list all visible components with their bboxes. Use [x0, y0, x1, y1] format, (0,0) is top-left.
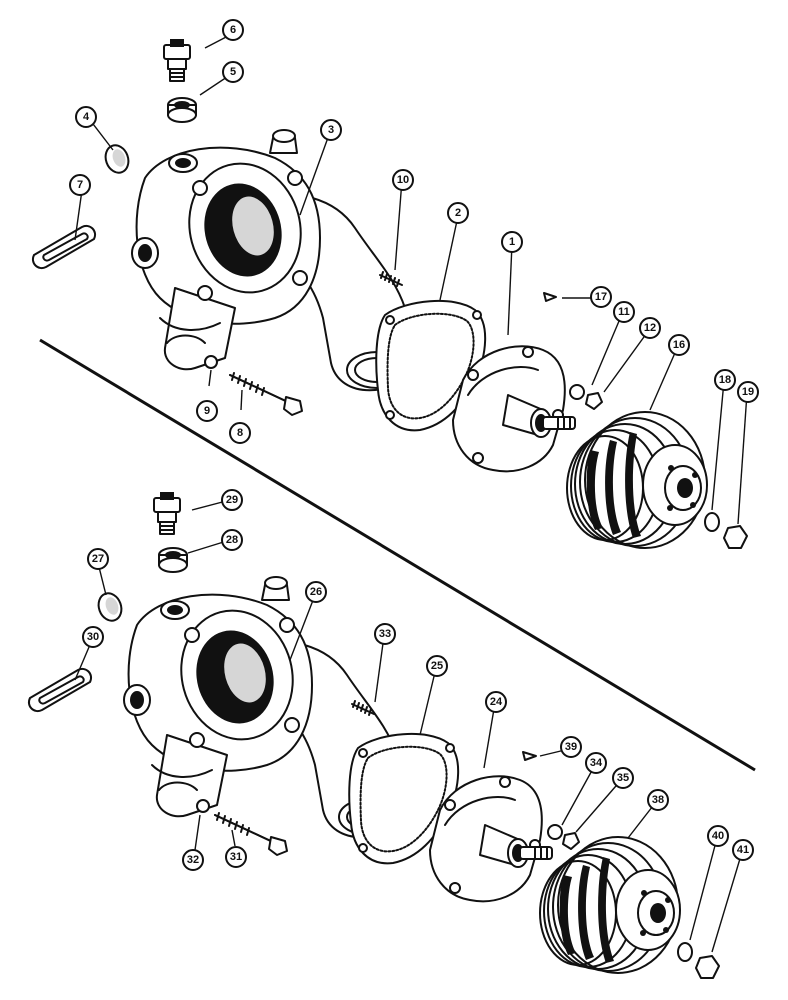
callout-40: 40	[707, 825, 729, 847]
callout-10: 10	[392, 169, 414, 191]
svg-text:31: 31	[230, 851, 242, 863]
svg-text:1: 1	[509, 236, 515, 248]
svg-text:12: 12	[644, 322, 656, 334]
svg-text:9: 9	[204, 405, 210, 417]
callout-9: 9	[196, 400, 218, 422]
bolt-part-31	[214, 812, 288, 856]
callout-30: 30	[82, 626, 104, 648]
washer-part-40	[677, 942, 693, 962]
washer-part-34	[547, 824, 563, 840]
svg-text:24: 24	[490, 696, 503, 708]
nut-part-12	[585, 392, 603, 410]
sender-part-6	[163, 38, 191, 82]
key-part-17	[543, 292, 557, 302]
callout-11: 11	[613, 301, 635, 323]
svg-text:2: 2	[455, 207, 461, 219]
callout-16: 16	[668, 334, 690, 356]
svg-text:41: 41	[737, 844, 749, 856]
callout-2: 2	[447, 202, 469, 224]
callout-33: 33	[374, 623, 396, 645]
svg-text:18: 18	[719, 374, 731, 386]
nut-part-19	[723, 525, 748, 549]
callout-6: 6	[222, 19, 244, 41]
washer-part-11	[569, 384, 585, 400]
bushing-part-28	[158, 547, 188, 573]
svg-text:34: 34	[590, 757, 603, 769]
svg-text:6: 6	[230, 24, 236, 36]
svg-text:17: 17	[595, 291, 607, 303]
washer-part-32	[196, 799, 210, 813]
separator-line	[39, 338, 756, 772]
svg-text:7: 7	[77, 179, 83, 191]
svg-text:39: 39	[565, 741, 577, 753]
svg-text:3: 3	[328, 124, 334, 136]
svg-text:10: 10	[397, 174, 409, 186]
callout-5: 5	[222, 61, 244, 83]
bushing-part-5	[167, 97, 197, 123]
nut-part-41	[695, 955, 720, 979]
callout-17: 17	[590, 286, 612, 308]
callout-3: 3	[320, 119, 342, 141]
callout-41: 41	[732, 839, 754, 861]
svg-text:11: 11	[618, 306, 630, 318]
svg-text:19: 19	[742, 386, 754, 398]
svg-text:16: 16	[673, 339, 685, 351]
svg-text:27: 27	[92, 553, 104, 565]
callout-25: 25	[426, 655, 448, 677]
svg-text:38: 38	[652, 794, 664, 806]
svg-text:29: 29	[226, 494, 238, 506]
callout-18: 18	[714, 369, 736, 391]
svg-text:5: 5	[230, 66, 236, 78]
svg-text:32: 32	[187, 854, 199, 866]
washer-part-9	[204, 355, 218, 369]
svg-text:25: 25	[431, 660, 443, 672]
callout-38: 38	[647, 789, 669, 811]
svg-text:40: 40	[712, 830, 724, 842]
key-part-39	[522, 751, 537, 761]
gasket-part-30	[27, 667, 93, 713]
bottom-assembly	[27, 491, 720, 979]
plug-part-4	[100, 141, 134, 177]
callout-24: 24	[485, 691, 507, 713]
callout-4: 4	[75, 106, 97, 128]
plug-part-27	[93, 589, 127, 625]
callout-19: 19	[737, 381, 759, 403]
washer-part-18	[704, 512, 720, 532]
callout-1: 1	[501, 231, 523, 253]
svg-text:28: 28	[226, 534, 238, 546]
callout-7: 7	[69, 174, 91, 196]
gasket-part-7	[31, 224, 97, 270]
callout-39: 39	[560, 736, 582, 758]
callout-31: 31	[225, 846, 247, 868]
sender-part-29	[153, 491, 181, 535]
pulley-part-16	[566, 411, 708, 549]
svg-text:30: 30	[87, 631, 99, 643]
leader-lines	[74, 34, 748, 953]
pulley-part-38	[539, 836, 681, 974]
svg-text:8: 8	[237, 427, 243, 439]
callout-8: 8	[229, 422, 251, 444]
callout-35: 35	[612, 767, 634, 789]
svg-text:35: 35	[617, 772, 629, 784]
callout-29: 29	[221, 489, 243, 511]
callout-12: 12	[639, 317, 661, 339]
callout-group: 6 5 4 7 3 10 2 1 17 11 12 16 18 19 8 9 2…	[69, 19, 759, 871]
top-assembly	[31, 38, 748, 549]
callout-28: 28	[221, 529, 243, 551]
svg-text:4: 4	[83, 111, 90, 123]
nut-part-35	[562, 832, 580, 850]
callout-34: 34	[585, 752, 607, 774]
callout-26: 26	[305, 581, 327, 603]
callout-32: 32	[182, 849, 204, 871]
svg-text:26: 26	[310, 586, 322, 598]
callout-27: 27	[87, 548, 109, 570]
svg-text:33: 33	[379, 628, 391, 640]
